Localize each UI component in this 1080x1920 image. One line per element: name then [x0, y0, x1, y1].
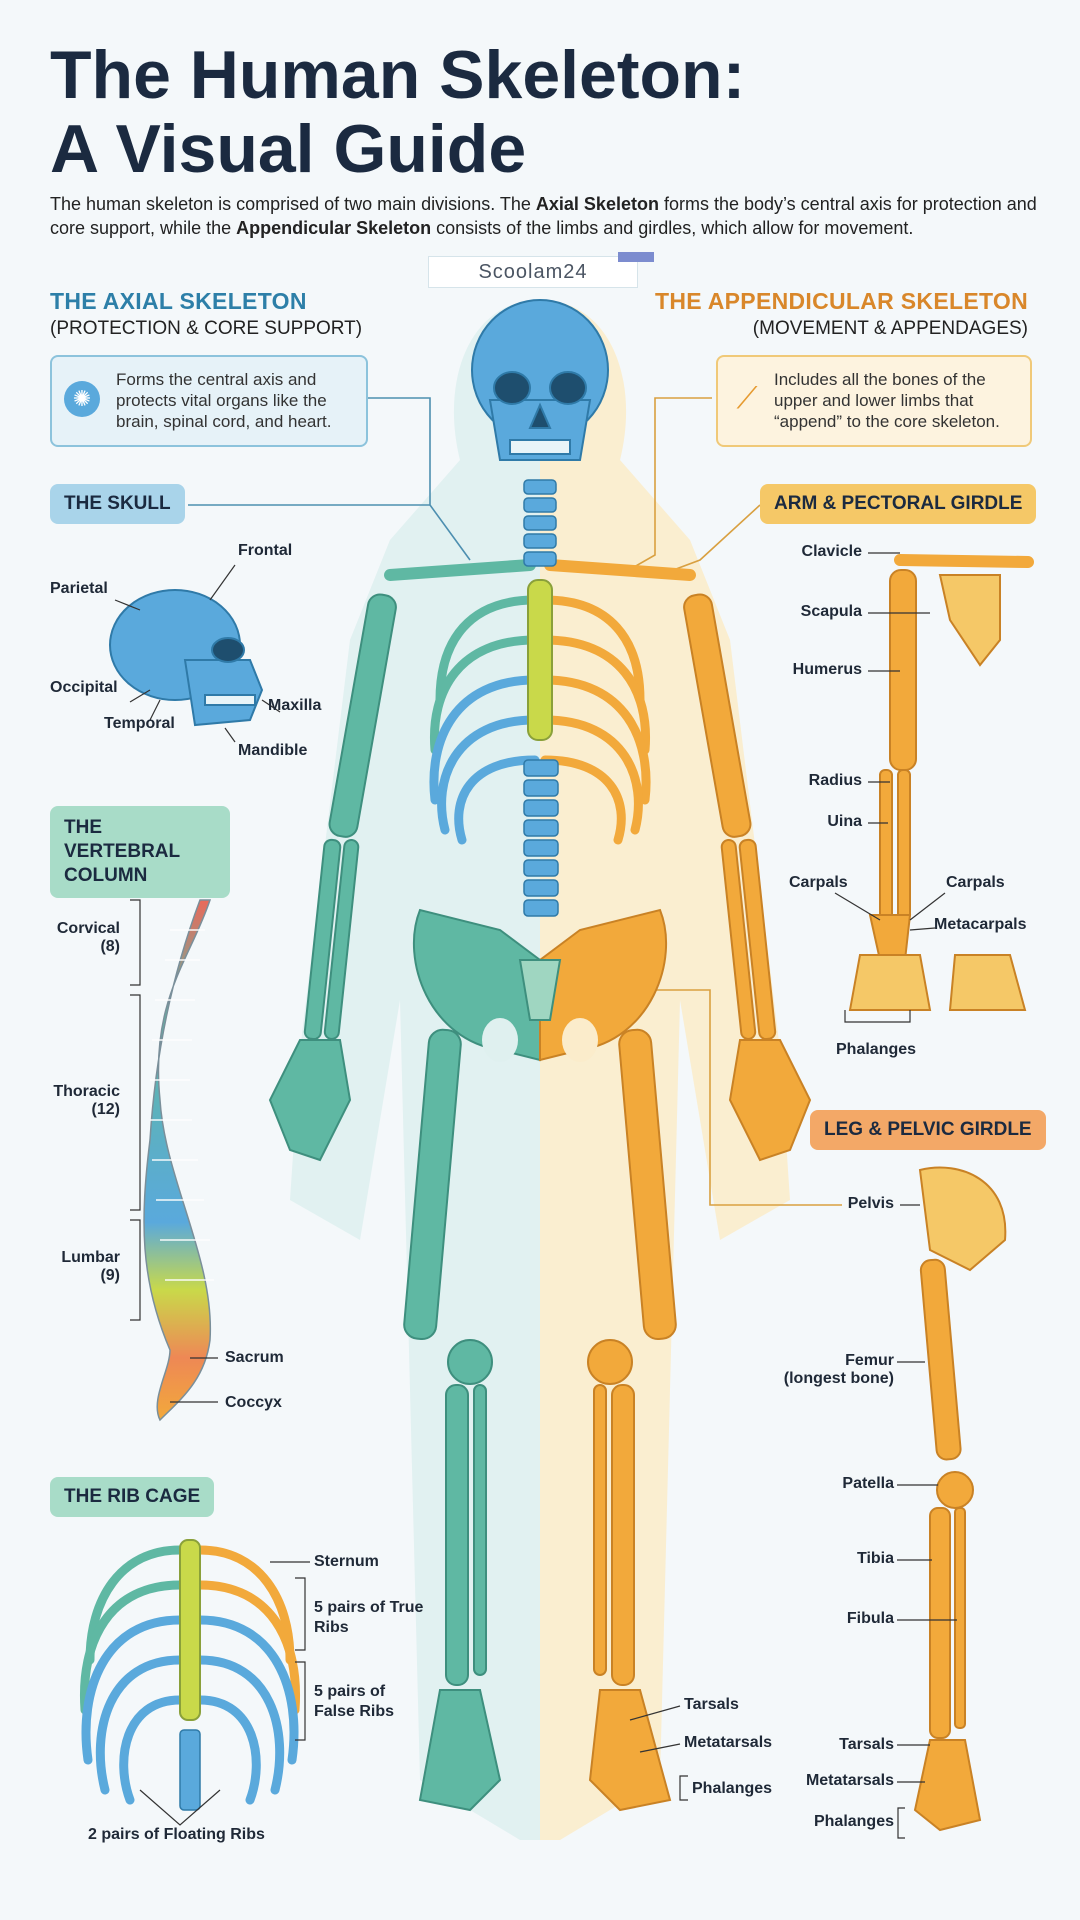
rib-spine	[179, 1729, 201, 1811]
center-rib-cage	[429, 595, 651, 845]
label-leg-tarsals: Tarsals	[839, 1736, 894, 1753]
label-mandible: Mandible	[238, 742, 308, 759]
label-floating-ribs: 2 pairs of Floating Ribs	[88, 1826, 265, 1843]
label-parietal: Parietal	[50, 580, 108, 597]
appendicular-info-text: Includes all the bones of the upper and …	[774, 370, 1000, 431]
center-left-clavicle	[384, 559, 536, 581]
skull-illustration	[109, 589, 264, 727]
appendicular-subheading: (MOVEMENT & APPENDAGES)	[752, 318, 1028, 339]
arm-bone-icon: ⟋	[736, 382, 758, 415]
label-humerus: Humerus	[792, 661, 862, 678]
label-femur: Femur (longest bone)	[760, 1352, 894, 1388]
label-patella: Patella	[842, 1475, 894, 1492]
label-scapula: Scapula	[800, 603, 862, 620]
label-lumbar-name: Lumbar	[61, 1249, 120, 1266]
center-left-arm	[268, 593, 397, 1162]
label-center-tarsals: Tarsals	[684, 1696, 739, 1713]
center-skull	[471, 299, 609, 461]
label-ulna: Uina	[827, 813, 862, 830]
rib-leader-lines	[139, 1561, 310, 1826]
label-center-phalanges: Phalanges	[692, 1780, 773, 1797]
center-right-arm	[683, 593, 812, 1162]
label-tibia: Tibia	[856, 1550, 894, 1567]
center-sternum	[527, 579, 553, 741]
label-thoracic-count: (12)	[91, 1101, 120, 1118]
watermark-flag	[618, 252, 654, 262]
skull-pill: THE SKULL	[50, 484, 185, 524]
label-maxilla: Maxilla	[268, 697, 322, 714]
page-title: The Human Skeleton: A Visual Guide	[50, 38, 745, 186]
axial-subheading: (PROTECTION & CORE SUPPORT)	[50, 318, 363, 339]
leg-illustration	[913, 1166, 1007, 1832]
leg-leader-lines	[897, 1204, 957, 1839]
vertebra-dividers	[150, 929, 214, 1281]
arm-illustration	[848, 554, 1034, 1011]
label-temporal: Temporal	[104, 715, 175, 732]
skull-leader-lines	[114, 564, 281, 743]
label-cervical-name: Corvical	[56, 920, 120, 937]
axial-connectors	[188, 397, 471, 561]
center-right-leg	[587, 1028, 677, 1812]
center-spine	[523, 479, 559, 917]
rib-cage-illustration	[79, 1545, 301, 1805]
label-cervical-count: (8)	[100, 938, 120, 955]
center-right-clavicle	[544, 559, 696, 581]
label-clavicle: Clavicle	[801, 543, 862, 560]
label-center-metatarsals: Metatarsals	[684, 1734, 773, 1751]
label-femur-name: Femur	[845, 1352, 894, 1369]
axial-info-text: Forms the central axis and protects vita…	[116, 370, 332, 431]
rib-sternum	[179, 1539, 201, 1721]
center-pelvis	[412, 908, 668, 1062]
label-coccyx: Coccyx	[225, 1394, 282, 1411]
label-lumbar: Lumbar (9)	[30, 1249, 120, 1285]
label-pelvis: Pelvis	[847, 1195, 894, 1212]
appendicular-heading: THE APPENDICULAR SKELETON	[655, 288, 1028, 314]
intro-part-3: consists of the limbs and girdles, which…	[431, 218, 914, 238]
arm-leader-lines	[834, 552, 946, 1023]
label-frontal: Frontal	[238, 542, 293, 559]
watermark: Scoolam24	[428, 256, 638, 288]
brain-icon: ✺	[64, 381, 100, 417]
center-left-leg	[403, 1028, 502, 1812]
arm-pill: ARM & PECTORAL GIRDLE	[760, 484, 1037, 524]
title-line-2: A Visual Guide	[50, 111, 527, 187]
label-lumbar-count: (9)	[100, 1267, 120, 1284]
label-thoracic: Thoracic (12)	[30, 1083, 120, 1119]
label-true-ribs: 5 pairs of True Ribs	[314, 1599, 424, 1636]
label-carpals-right: Carpals	[946, 874, 1005, 891]
label-radius: Radius	[808, 772, 862, 789]
label-fibula: Fibula	[846, 1610, 894, 1627]
ribcage-pill: THE RIB CAGE	[50, 1477, 215, 1517]
leg-pill: LEG & PELVIC GIRDLE	[810, 1110, 1046, 1150]
appendicular-info-box: ⟋ Includes all the bones of the upper an…	[716, 355, 1032, 447]
intro-appendicular-bold: Appendicular Skeleton	[236, 218, 432, 238]
center-foot-leader-lines	[629, 1705, 688, 1801]
label-femur-note: (longest bone)	[783, 1370, 894, 1387]
label-carpals-left: Carpals	[789, 874, 848, 891]
intro-axial-bold: Axial Skeleton	[535, 194, 659, 214]
label-sacrum: Sacrum	[225, 1349, 284, 1366]
label-thoracic-name: Thoracic	[53, 1083, 120, 1100]
axial-info-box: ✺ Forms the central axis and protects vi…	[50, 355, 368, 447]
intro-paragraph: The human skeleton is comprised of two m…	[50, 192, 1040, 240]
title-line-1: The Human Skeleton:	[50, 37, 746, 113]
label-cervical: Corvical (8)	[30, 920, 120, 956]
label-occipital: Occipital	[50, 679, 118, 696]
vertebral-brackets	[130, 899, 218, 1403]
intro-part-1: The human skeleton is comprised of two m…	[50, 194, 536, 214]
label-leg-phalanges: Phalanges	[813, 1813, 894, 1830]
label-metacarpals: Metacarpals	[934, 916, 1027, 933]
label-sternum: Sternum	[314, 1553, 379, 1570]
intro-part-2: forms the body’s central axis for protec…	[50, 194, 1037, 238]
vertebral-pill: THE VERTEBRAL COLUMN	[50, 806, 230, 898]
vertebral-column-illustration	[143, 899, 212, 1422]
label-false-ribs: 5 pairs of False Ribs	[314, 1683, 395, 1720]
label-leg-metatarsals: Metatarsals	[805, 1772, 894, 1789]
label-arm-phalanges: Phalanges	[836, 1041, 917, 1058]
axial-heading: THE AXIAL SKELETON	[50, 288, 307, 314]
